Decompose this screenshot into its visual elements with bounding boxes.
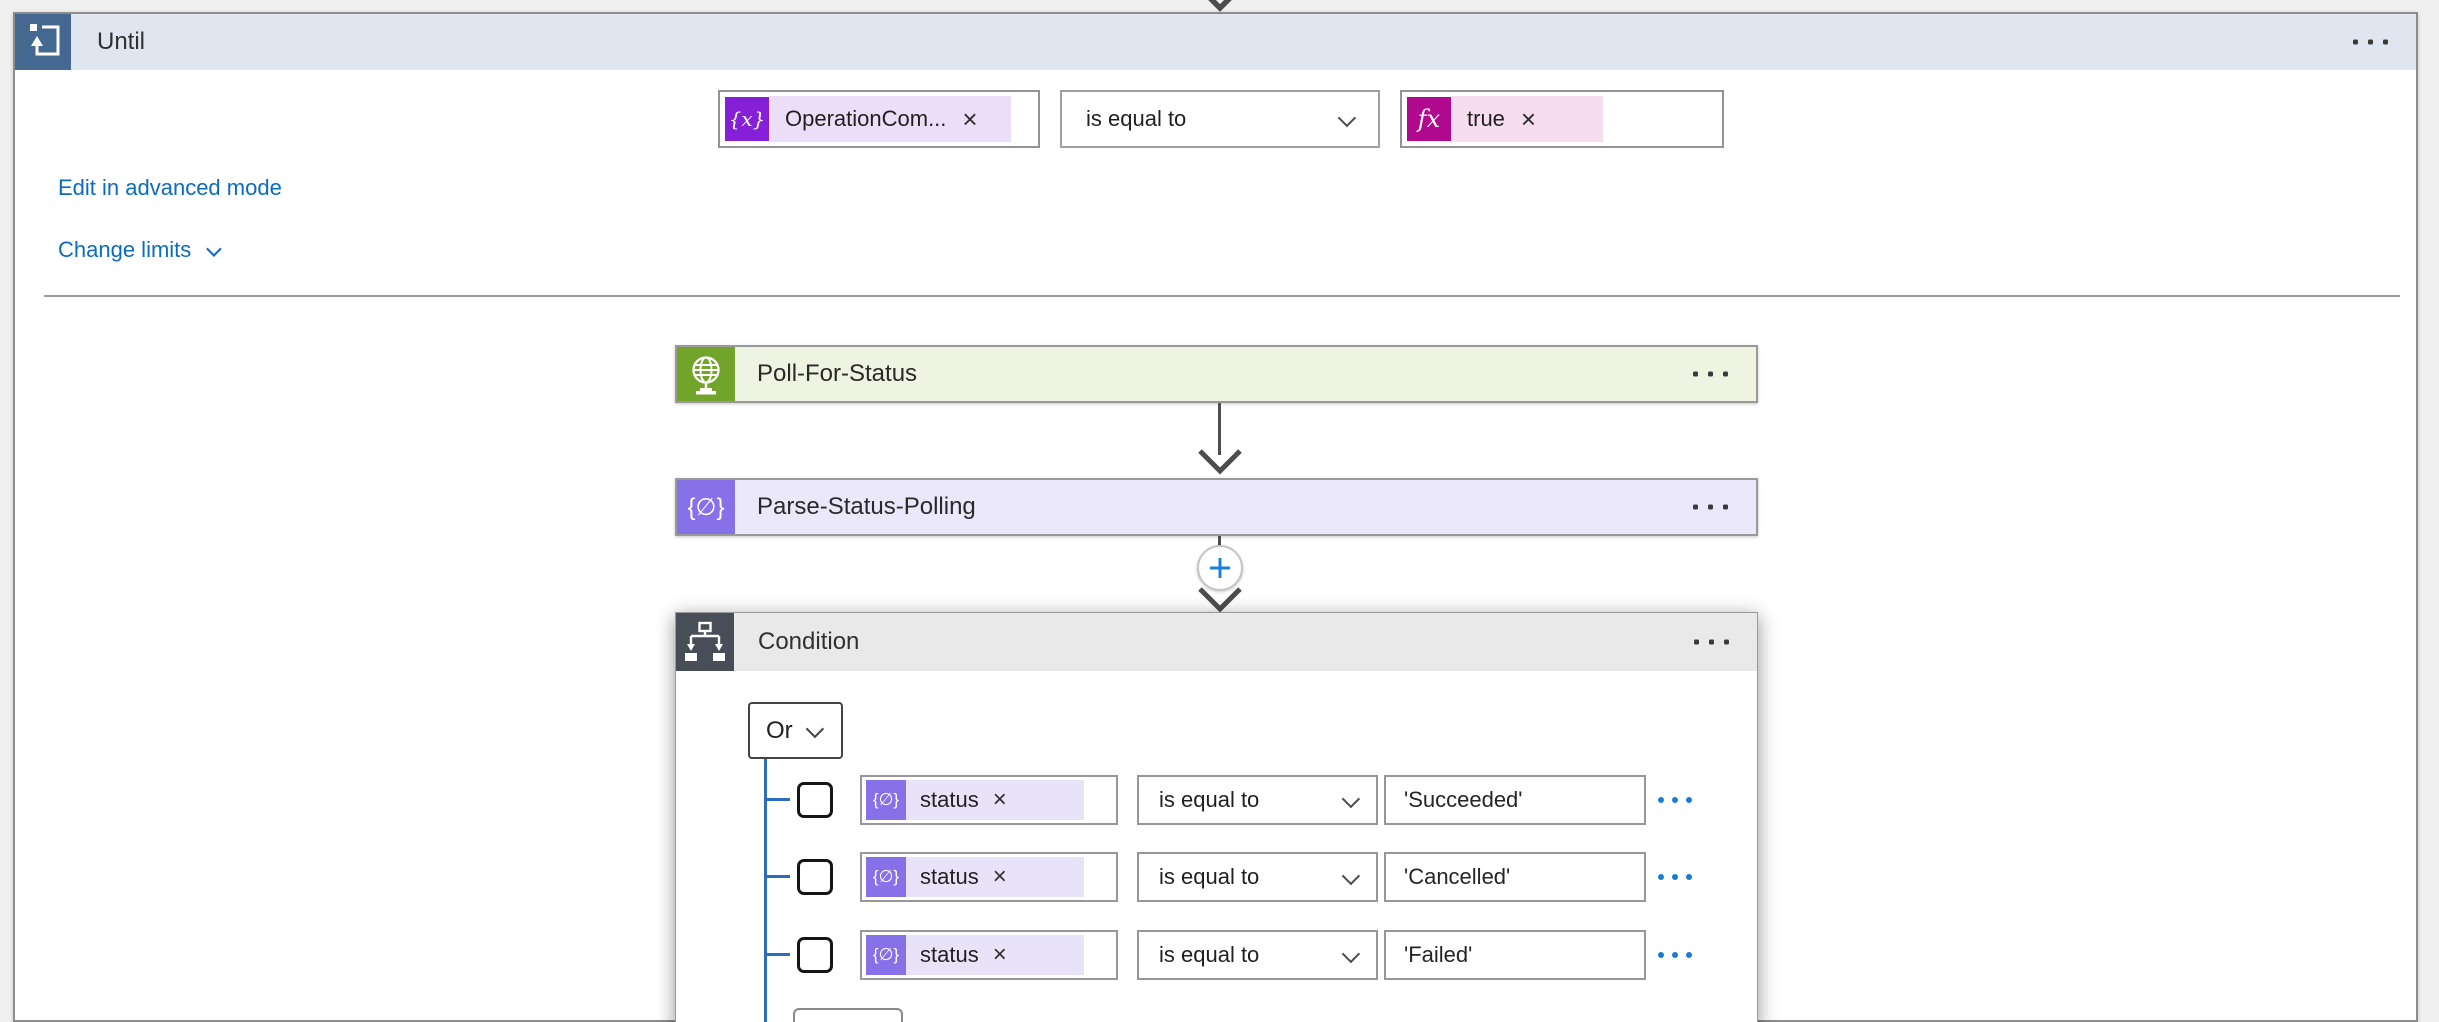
row-operator-dropdown[interactable]: is equal to (1137, 775, 1378, 825)
row-field-box[interactable]: {∅} status × (860, 775, 1118, 825)
remove-token-button[interactable]: × (992, 786, 1007, 813)
loop-condition-left-operand[interactable]: {x} OperationCom... × (718, 90, 1040, 148)
until-menu-button[interactable] (2353, 39, 2388, 45)
row-value-input[interactable]: 'Cancelled' (1384, 852, 1646, 902)
chevron-down-icon (1341, 944, 1361, 963)
tree-branch-tick (764, 798, 790, 801)
row-menu-button[interactable] (1658, 874, 1692, 880)
chevron-down-icon (805, 719, 824, 739)
chevron-down-icon (1337, 108, 1357, 127)
row-field-box[interactable]: {∅} status × (860, 852, 1118, 902)
section-divider (44, 295, 2400, 297)
until-loop-icon (15, 14, 71, 70)
action-title: Parse-Status-Polling (757, 493, 976, 520)
row-operator-dropdown[interactable]: is equal to (1137, 930, 1378, 980)
tree-branch-tick (764, 953, 790, 956)
parse-json-token-icon: {∅} (866, 935, 906, 975)
expression-token: true × (1451, 96, 1603, 142)
action-title: Poll-For-Status (757, 360, 918, 387)
remove-token-button[interactable]: × (992, 863, 1007, 890)
condition-menu-button[interactable] (1694, 639, 1729, 645)
connector-line (1218, 403, 1221, 455)
row-field-box[interactable]: {∅} status × (860, 930, 1118, 980)
dynamic-content-token: OperationCom... × (769, 96, 1011, 142)
parse-json-token-icon: {∅} (866, 857, 906, 897)
tree-connector-line (764, 759, 767, 1022)
arrow-down-icon (1198, 587, 1242, 613)
row-menu-button[interactable] (1658, 952, 1692, 958)
change-limits-link[interactable]: Change limits (58, 237, 222, 263)
join-operator-value: Or (766, 716, 793, 744)
add-row-button[interactable] (793, 1008, 903, 1022)
insert-step-button[interactable] (1197, 545, 1243, 591)
chevron-down-icon (1341, 789, 1361, 808)
action-menu-button[interactable] (1693, 371, 1728, 377)
expression-fx-icon: fx (1407, 97, 1451, 141)
http-globe-icon (677, 347, 735, 401)
chevron-down-icon (1341, 866, 1361, 885)
condition-header[interactable]: Condition (676, 613, 1757, 671)
row-menu-button[interactable] (1658, 797, 1692, 803)
condition-branch-icon (676, 613, 734, 671)
row-checkbox[interactable] (797, 937, 833, 973)
remove-token-button[interactable]: × (992, 941, 1007, 968)
action-menu-button[interactable] (1693, 504, 1728, 510)
remove-token-button[interactable]: × (1520, 104, 1537, 134)
row-value-input[interactable]: 'Failed' (1384, 930, 1646, 980)
field-token: status × (906, 857, 1084, 897)
parse-json-icon: {∅} (677, 480, 735, 534)
token-label: true (1467, 106, 1505, 131)
operator-value: is equal to (1086, 106, 1187, 131)
parse-json-token-icon: {∅} (866, 780, 906, 820)
until-scope-header[interactable]: Until (15, 14, 2416, 70)
row-operator-dropdown[interactable]: is equal to (1137, 852, 1378, 902)
remove-token-button[interactable]: × (962, 104, 978, 134)
join-operator-dropdown[interactable]: Or (748, 702, 843, 759)
field-token: status × (906, 935, 1084, 975)
condition-title: Condition (758, 628, 860, 655)
connector-line (1218, 536, 1221, 550)
field-token: status × (906, 780, 1084, 820)
incoming-arrow-icon (1208, 0, 1232, 12)
until-title: Until (97, 28, 146, 55)
edit-advanced-mode-link[interactable]: Edit in advanced mode (58, 175, 282, 200)
chevron-down-icon (206, 240, 222, 257)
dynamic-content-icon: {x} (725, 97, 769, 141)
tree-branch-tick (764, 875, 790, 878)
token-label: OperationCom... (785, 106, 947, 131)
row-checkbox[interactable] (797, 859, 833, 895)
action-card-parse-status-polling[interactable]: {∅} Parse-Status-Polling (675, 478, 1758, 536)
row-value-input[interactable]: 'Succeeded' (1384, 775, 1646, 825)
row-checkbox[interactable] (797, 782, 833, 818)
arrow-down-icon (1198, 449, 1242, 475)
loop-condition-operator-dropdown[interactable]: is equal to (1060, 90, 1380, 148)
loop-condition-right-operand[interactable]: fx true × (1400, 90, 1724, 148)
action-card-poll-for-status[interactable]: Poll-For-Status (675, 345, 1758, 403)
